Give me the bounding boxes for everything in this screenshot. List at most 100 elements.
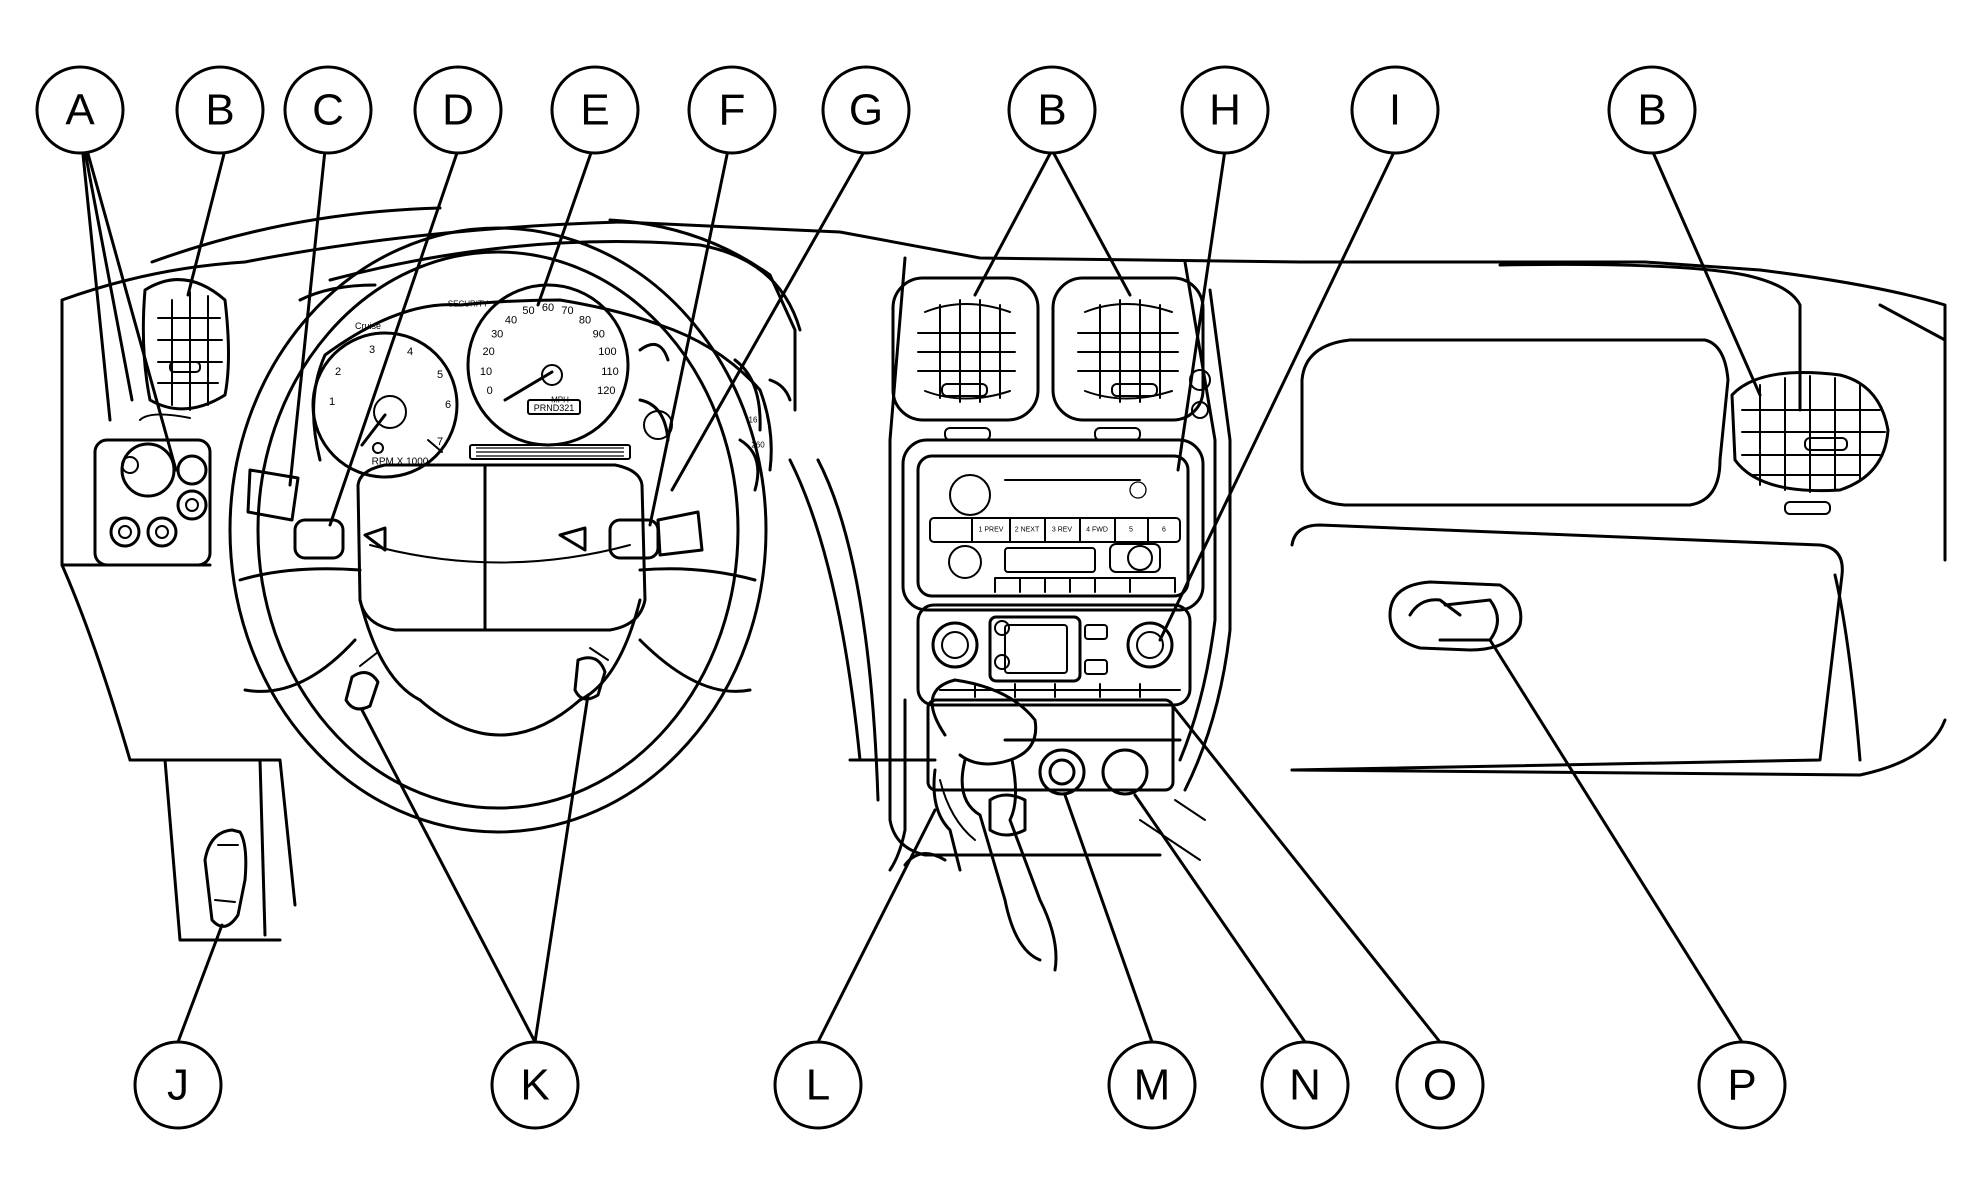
svg-text:N: N xyxy=(1289,1061,1321,1110)
svg-text:J: J xyxy=(167,1061,189,1110)
svg-text:4: 4 xyxy=(407,346,413,358)
left-vent xyxy=(141,278,230,411)
speedo-tick-label: 90 xyxy=(593,328,605,340)
svg-text:260: 260 xyxy=(751,441,765,450)
callout-A: A xyxy=(35,65,125,155)
callout-leader-lines xyxy=(78,123,1762,1044)
svg-text:D: D xyxy=(442,86,474,135)
leader-F xyxy=(648,148,730,527)
callout-N: N xyxy=(1260,1040,1350,1130)
radio-preset-label: 6 xyxy=(1162,527,1166,534)
callout-L: L xyxy=(773,1040,863,1130)
svg-text:B: B xyxy=(205,86,234,135)
svg-text:O: O xyxy=(1423,1061,1457,1110)
leader-G xyxy=(670,148,867,492)
leader-J xyxy=(176,923,224,1044)
radio-preset-label: 1 PREV xyxy=(979,527,1004,534)
svg-text:6: 6 xyxy=(445,399,451,411)
headlamp-switch-panel xyxy=(93,413,212,567)
leader-P xyxy=(1488,638,1744,1044)
glove-box xyxy=(1290,338,1947,777)
svg-text:G: G xyxy=(849,86,883,135)
leader-A xyxy=(78,123,178,472)
svg-text:1: 1 xyxy=(329,396,335,408)
callout-F: F xyxy=(687,65,777,155)
callout-B-left: B xyxy=(175,65,265,155)
leader-B-right xyxy=(1650,148,1762,397)
tach-unit-label: RPM X 1000 xyxy=(372,457,429,468)
svg-text:E: E xyxy=(580,86,609,135)
instrument-cluster: RPM X 1000 2 3 4 5 6 7 1 Cruise SECURITY… xyxy=(311,283,773,492)
speedo-tick-label: 80 xyxy=(579,314,591,326)
svg-text:C: C xyxy=(312,86,344,135)
lamp-security: SECURITY xyxy=(448,300,489,309)
speedo-tick-label: 100 xyxy=(598,346,616,358)
leader-N xyxy=(1133,793,1307,1044)
svg-text:16: 16 xyxy=(749,416,758,425)
callout-P: P xyxy=(1697,1040,1787,1130)
speedo-tick-label: 10 xyxy=(480,366,492,378)
callout-B-center: B xyxy=(1007,65,1097,155)
callout-H: H xyxy=(1180,65,1270,155)
leader-H xyxy=(1176,148,1227,472)
svg-text:M: M xyxy=(1134,1061,1171,1110)
dashboard-line-art: RPM X 1000 2 3 4 5 6 7 1 Cruise SECURITY… xyxy=(60,206,1947,972)
speedo-tick-label: 70 xyxy=(561,305,573,317)
callout-D: D xyxy=(413,65,503,155)
callout-labels: A B C D E F G B H I B J K L M N O P xyxy=(35,65,1787,1130)
svg-text:F: F xyxy=(719,86,746,135)
svg-text:L: L xyxy=(806,1061,830,1110)
svg-text:5: 5 xyxy=(437,369,443,381)
speedo-tick-label: 40 xyxy=(505,314,517,326)
leader-O xyxy=(1170,703,1442,1044)
svg-text:B: B xyxy=(1637,86,1666,135)
speedo-tick-label: 0 xyxy=(487,385,493,397)
svg-text:I: I xyxy=(1389,86,1401,135)
radio-preset-labels: 1 PREV 2 NEXT 3 REV 4 FWD 5 6 xyxy=(979,527,1167,534)
speedo-tick-label: 20 xyxy=(482,346,494,358)
speedo-tick-label: 30 xyxy=(491,328,503,340)
speedo-tick-label: 50 xyxy=(522,305,534,317)
radio-preset-label: 3 REV xyxy=(1052,527,1073,534)
leader-M xyxy=(1063,793,1154,1044)
svg-text:P: P xyxy=(1727,1061,1756,1110)
svg-text:K: K xyxy=(520,1061,549,1110)
speedo-tick-label: 110 xyxy=(601,366,619,378)
leader-K xyxy=(360,693,590,1044)
lamp-cruise: Cruise xyxy=(355,321,381,331)
radio-preset-label: 4 FWD xyxy=(1086,527,1108,534)
leader-C xyxy=(288,148,327,487)
shift-lever xyxy=(888,678,1058,972)
svg-text:A: A xyxy=(65,86,95,135)
leader-E xyxy=(536,148,594,307)
climate-control-panel xyxy=(931,615,1181,698)
callout-I: I xyxy=(1350,65,1440,155)
radio-preset-label: 5 xyxy=(1129,527,1133,534)
callout-B-right: B xyxy=(1607,65,1697,155)
radio-preset-label: 2 NEXT xyxy=(1015,527,1040,534)
radio-unit xyxy=(929,474,1181,593)
leader-D xyxy=(328,148,460,527)
svg-text:2: 2 xyxy=(335,366,341,378)
svg-text:B: B xyxy=(1037,86,1066,135)
callout-K: K xyxy=(490,1040,580,1130)
center-vent-right-louvers xyxy=(1077,299,1179,441)
right-vent xyxy=(1730,371,1890,515)
callout-C: C xyxy=(283,65,373,155)
svg-text:H: H xyxy=(1209,86,1241,135)
callout-J: J xyxy=(133,1040,223,1130)
prndl-indicator: PRND321 xyxy=(534,403,575,413)
callout-G: G xyxy=(821,65,911,155)
center-console-lower xyxy=(1003,738,1206,861)
speedo-tick-label: 120 xyxy=(597,385,615,397)
speedo-tick-label: 60 xyxy=(542,302,554,314)
hood-release-handle xyxy=(203,828,248,928)
leader-B-center xyxy=(973,148,1132,297)
callout-E: E xyxy=(550,65,640,155)
center-vent-left-louvers xyxy=(917,299,1016,441)
svg-text:3: 3 xyxy=(369,344,375,356)
leader-B-left xyxy=(186,148,227,297)
callout-M: M xyxy=(1107,1040,1197,1130)
